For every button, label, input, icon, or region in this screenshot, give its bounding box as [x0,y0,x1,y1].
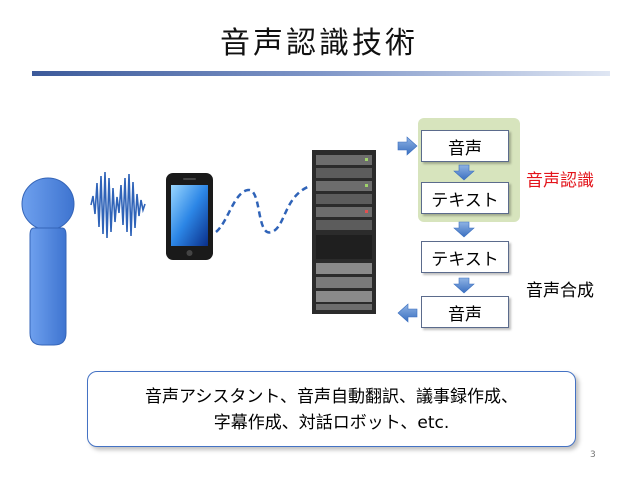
smartphone-icon [166,173,213,260]
arrow-icon [397,136,418,156]
use-cases-line-1: 音声アシスタント、音声自動翻訳、議事録作成、 [145,387,518,407]
synthesis-label: 音声合成 [526,281,594,301]
page-number: 3 [590,450,596,460]
recognition-output-box: テキスト [421,182,509,214]
synthesis-input-label: テキスト [431,249,499,270]
arrow-icon [453,221,475,238]
synthesis-output-box: 音声 [421,296,509,328]
synthesis-output-label: 音声 [448,304,482,325]
arrow-icon [397,303,418,323]
slide-title: 音声認識技術 [220,26,418,61]
server-rack-icon [312,150,376,314]
person-icon [21,177,75,346]
recognition-output-label: テキスト [431,190,499,211]
recognition-input-label: 音声 [448,138,482,159]
use-cases-line-2: 字幕作成、対話ロボット、etc. [213,413,450,433]
recognition-label: 音声認識 [526,171,594,191]
synthesis-input-box: テキスト [421,241,509,273]
wireless-link [215,184,311,234]
arrow-icon [453,277,475,294]
use-cases-callout: 音声アシスタント、音声自動翻訳、議事録作成、 字幕作成、対話ロボット、etc. [87,371,576,447]
title-divider [32,71,610,76]
sound-wave-icon [90,171,146,239]
arrow-icon [453,164,475,181]
recognition-input-box: 音声 [421,130,509,162]
